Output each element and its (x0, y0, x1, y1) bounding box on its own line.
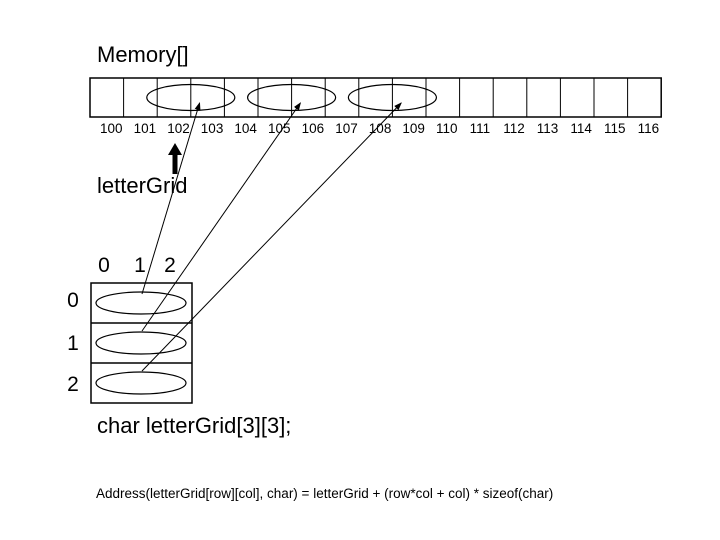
memory-address-label: 114 (570, 121, 592, 136)
pointer-label: letterGrid (97, 173, 187, 198)
memory-address-label: 109 (402, 121, 425, 136)
memory-address-label: 112 (503, 121, 525, 136)
memory-address-label: 107 (335, 121, 358, 136)
grid-row-label: 2 (67, 373, 79, 396)
memory-address-label: 111 (470, 121, 491, 136)
memory-address-label: 103 (201, 121, 224, 136)
memory-element-ovals (146, 83, 437, 112)
memory-address-label: 108 (369, 121, 392, 136)
mapping-lines (141, 102, 402, 372)
memory-element-oval (146, 83, 236, 112)
mapping-arrow (141, 102, 402, 372)
memory-address-label: 104 (234, 121, 257, 136)
memory-address-label: 106 (302, 121, 325, 136)
memory-address-label: 100 (100, 121, 123, 136)
array-declaration: char letterGrid[3][3]; (97, 413, 291, 438)
memory-address-label: 101 (134, 121, 157, 136)
grid-row-ovals (95, 291, 187, 395)
mapping-arrow (141, 102, 301, 332)
memory-element-oval (347, 83, 437, 112)
memory-address-label: 116 (638, 121, 660, 136)
memory-title: Memory[] (97, 42, 189, 67)
grid-box (90, 282, 193, 404)
grid-row-labels: 0 1 2 (67, 289, 79, 396)
memory-address-label: 102 (167, 121, 190, 136)
grid-row-oval (95, 291, 187, 315)
memory-element-oval (247, 83, 337, 112)
grid-column-label: 2 (164, 254, 176, 277)
memory-address-label: 115 (604, 121, 626, 136)
memory-cells (89, 77, 662, 118)
memory-address-label: 113 (537, 121, 559, 136)
memory-strip (89, 77, 662, 118)
grid-row-oval (95, 331, 187, 355)
pointer-arrow (168, 143, 182, 174)
grid-column-label: 1 (134, 254, 146, 277)
grid-column-label: 0 (98, 254, 110, 277)
address-formula: Address(letterGrid[row][col], char) = le… (96, 486, 553, 501)
memory-address-label: 110 (436, 121, 458, 136)
grid-row-label: 0 (67, 289, 79, 312)
mapping-arrow (141, 102, 201, 295)
grid-row-label: 1 (67, 332, 79, 355)
grid-row-oval (95, 371, 187, 395)
